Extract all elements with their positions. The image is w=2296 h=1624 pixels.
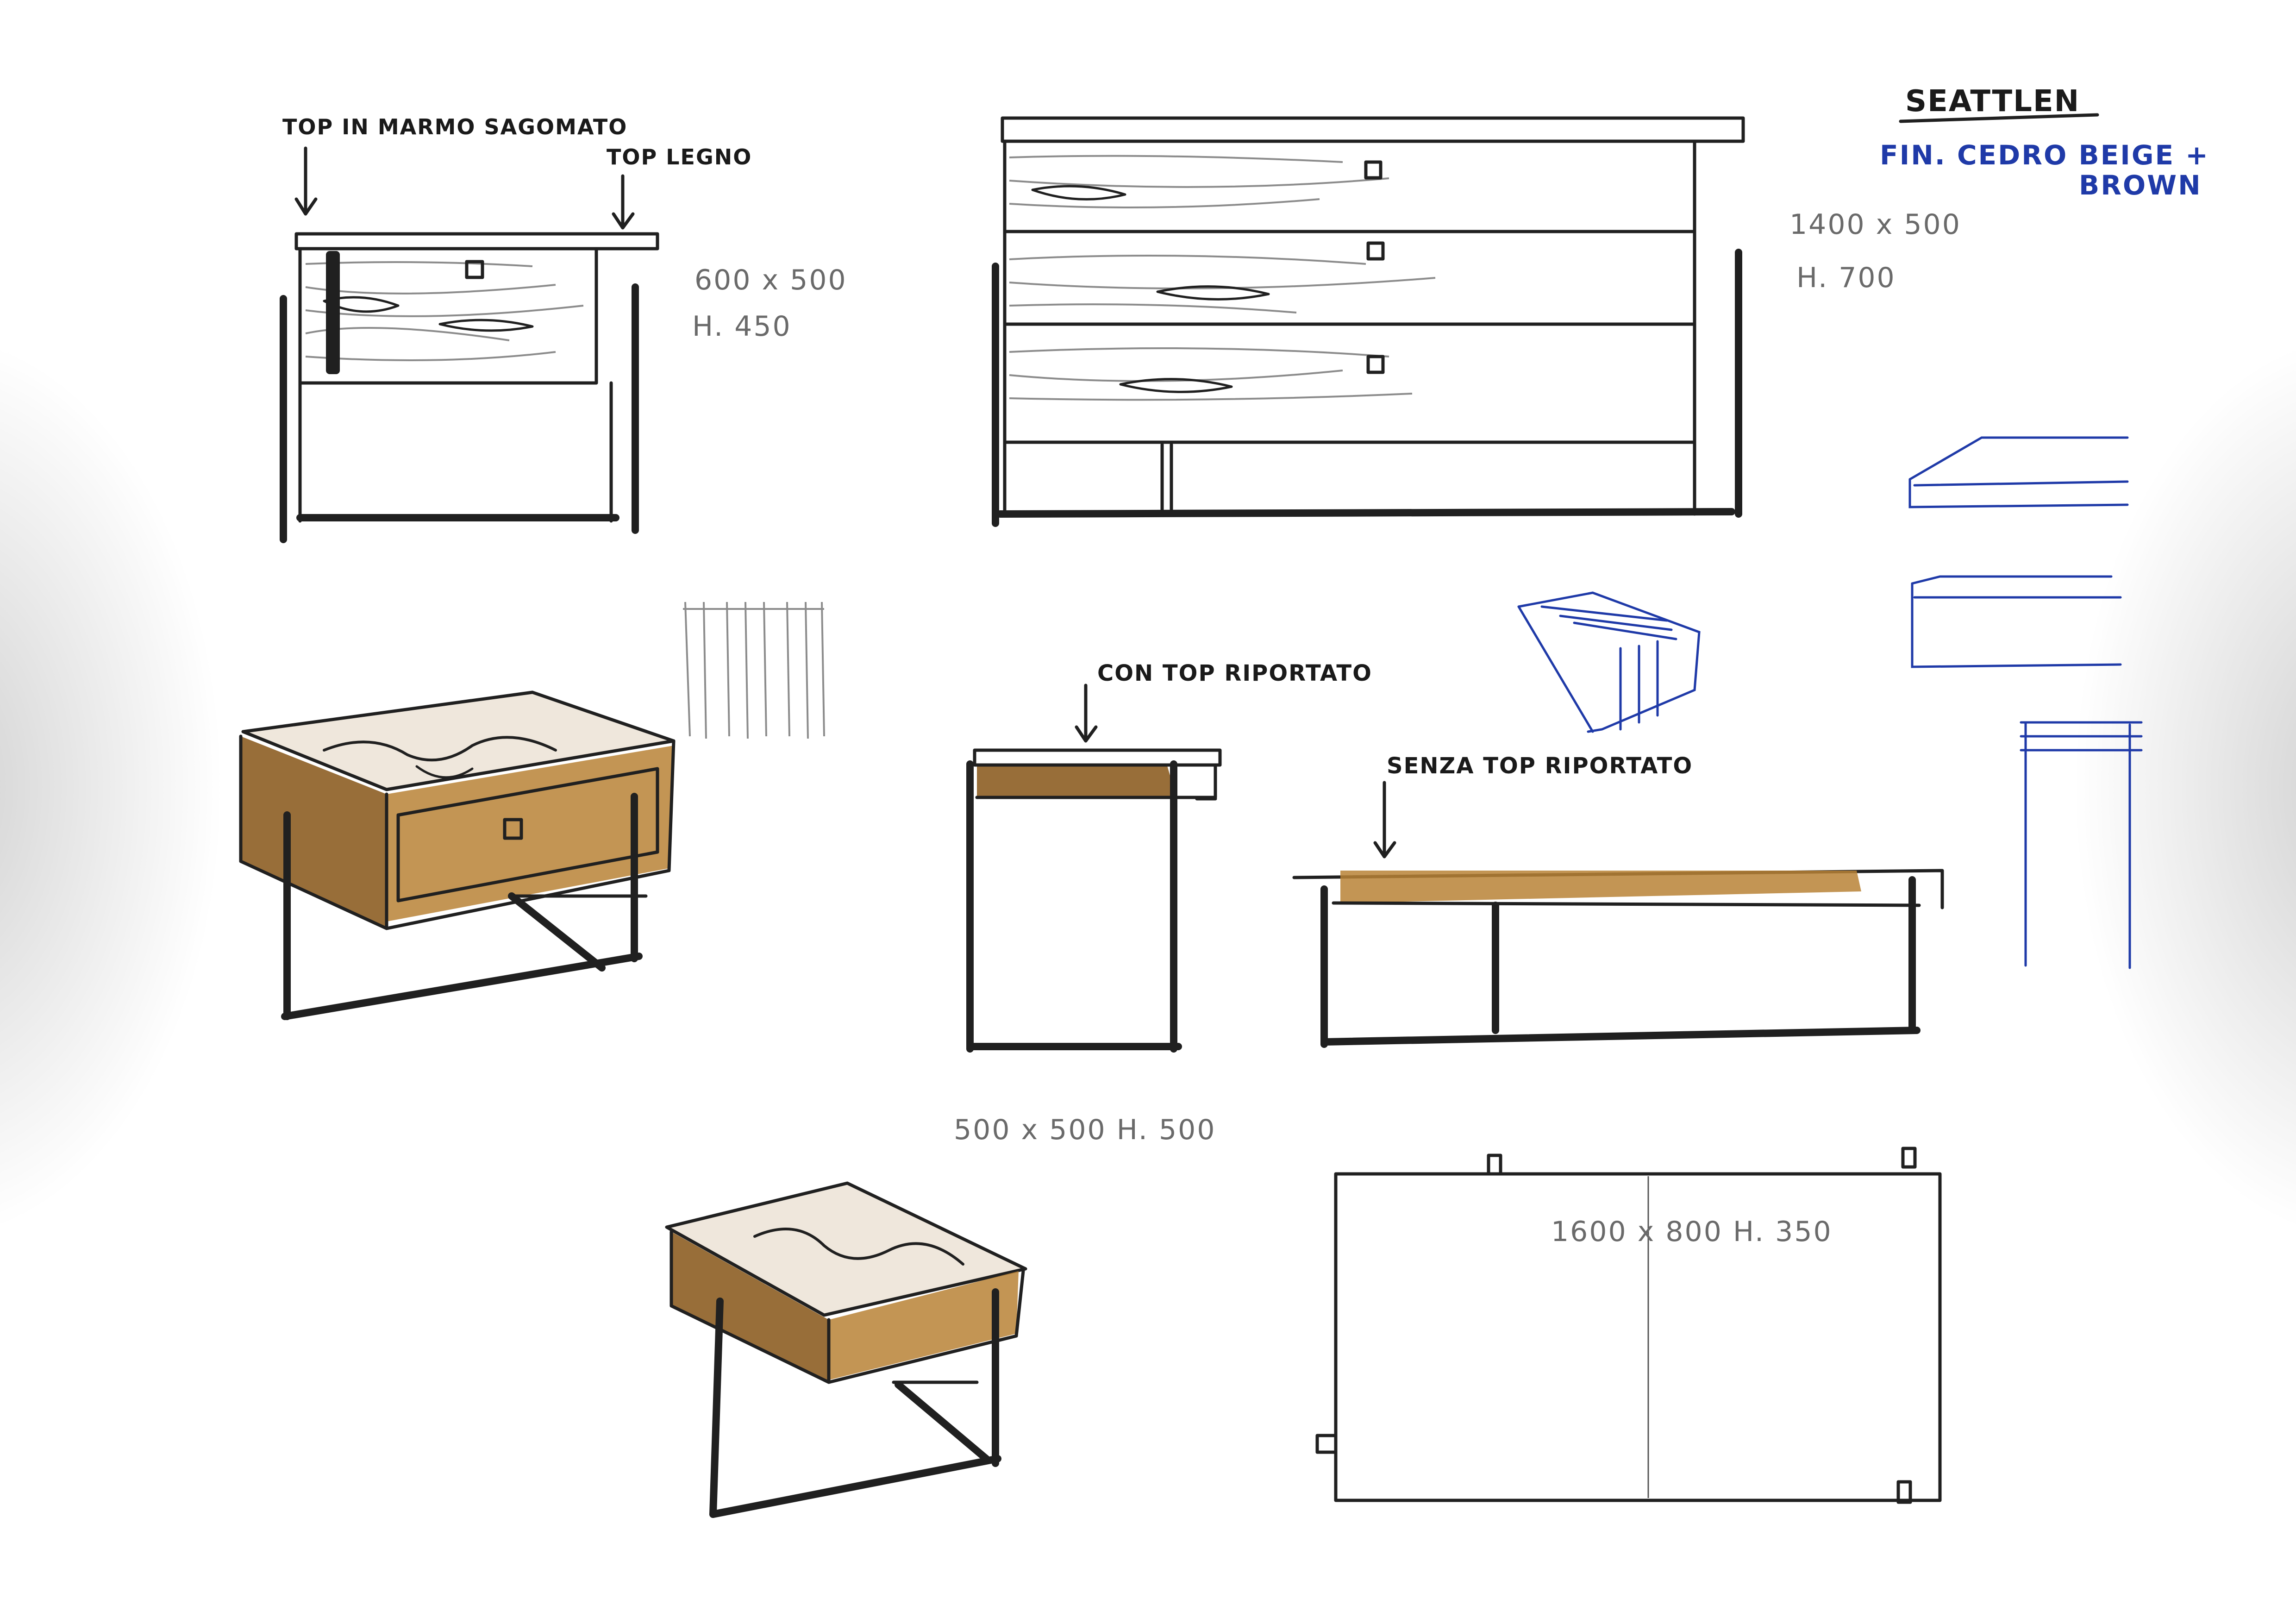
- coffee-table-plan-view: [1315, 1147, 1942, 1504]
- corner-detail-sketch: [1517, 591, 1701, 733]
- arrow-top-wood: [612, 174, 635, 230]
- drawer-knob-2: [1366, 241, 1385, 261]
- title-block: SEATTLEN FIN. CEDRO BEIGE + BROWN: [1880, 84, 2209, 201]
- side-table-front-view: CON TOP RIPORTATO: [966, 660, 1372, 1053]
- arrow-top-marble: [294, 146, 318, 216]
- low-table-front-view: SENZA TOP RIPORTATO: [1292, 753, 1944, 1048]
- leg-marker-3: [1315, 1434, 1338, 1454]
- label-with-top: CON TOP RIPORTATO: [1097, 660, 1372, 686]
- label-top-marble: TOP IN MARMO SAGOMATO: [282, 114, 627, 139]
- nightstand-perspective: [239, 690, 676, 1020]
- label-without-top: SENZA TOP RIPORTATO: [1387, 753, 1693, 779]
- arrow-without-top: [1373, 781, 1396, 859]
- side-table-perspective: [665, 1181, 1027, 1518]
- leg-section-sketch: [683, 602, 825, 739]
- finish-line-1: FIN. CEDRO BEIGE +: [1880, 139, 2209, 171]
- side-table-size: 500 x 500 H. 500: [954, 1114, 1216, 1146]
- drawer-knob-perspective: [503, 818, 523, 840]
- sideboard-wood-grain: [1009, 155, 1436, 401]
- sideboard-front-view: [992, 116, 1745, 527]
- drawer-knob-3: [1366, 355, 1385, 374]
- drawer-knob-1: [1364, 160, 1383, 180]
- nightstand-size: 600 x 500: [694, 264, 847, 296]
- finish-line-2: BROWN: [2079, 169, 2202, 201]
- sideboard-size: 1400 x 500: [1789, 208, 1961, 241]
- drawer-wood-grain: [305, 261, 584, 361]
- collection-title: SEATTLEN: [1905, 84, 2080, 119]
- nightstand-front-view: TOP IN MARMO SAGOMATO TOP LEGNO: [280, 114, 752, 543]
- drawer-knob: [465, 260, 484, 279]
- nightstand-height: H. 450: [692, 310, 792, 343]
- coffee-table-size: 1600 x 800 H. 350: [1551, 1216, 1833, 1248]
- sideboard-height: H. 700: [1796, 262, 1896, 294]
- label-top-wood: TOP LEGNO: [607, 144, 752, 169]
- leg-marker-4: [1896, 1480, 1912, 1504]
- arrow-with-top: [1075, 683, 1098, 743]
- top-profile-details: [1908, 436, 2143, 969]
- leg-marker-1: [1487, 1154, 1502, 1176]
- leg-marker-2: [1901, 1147, 1917, 1169]
- title-underline: [1899, 113, 2099, 123]
